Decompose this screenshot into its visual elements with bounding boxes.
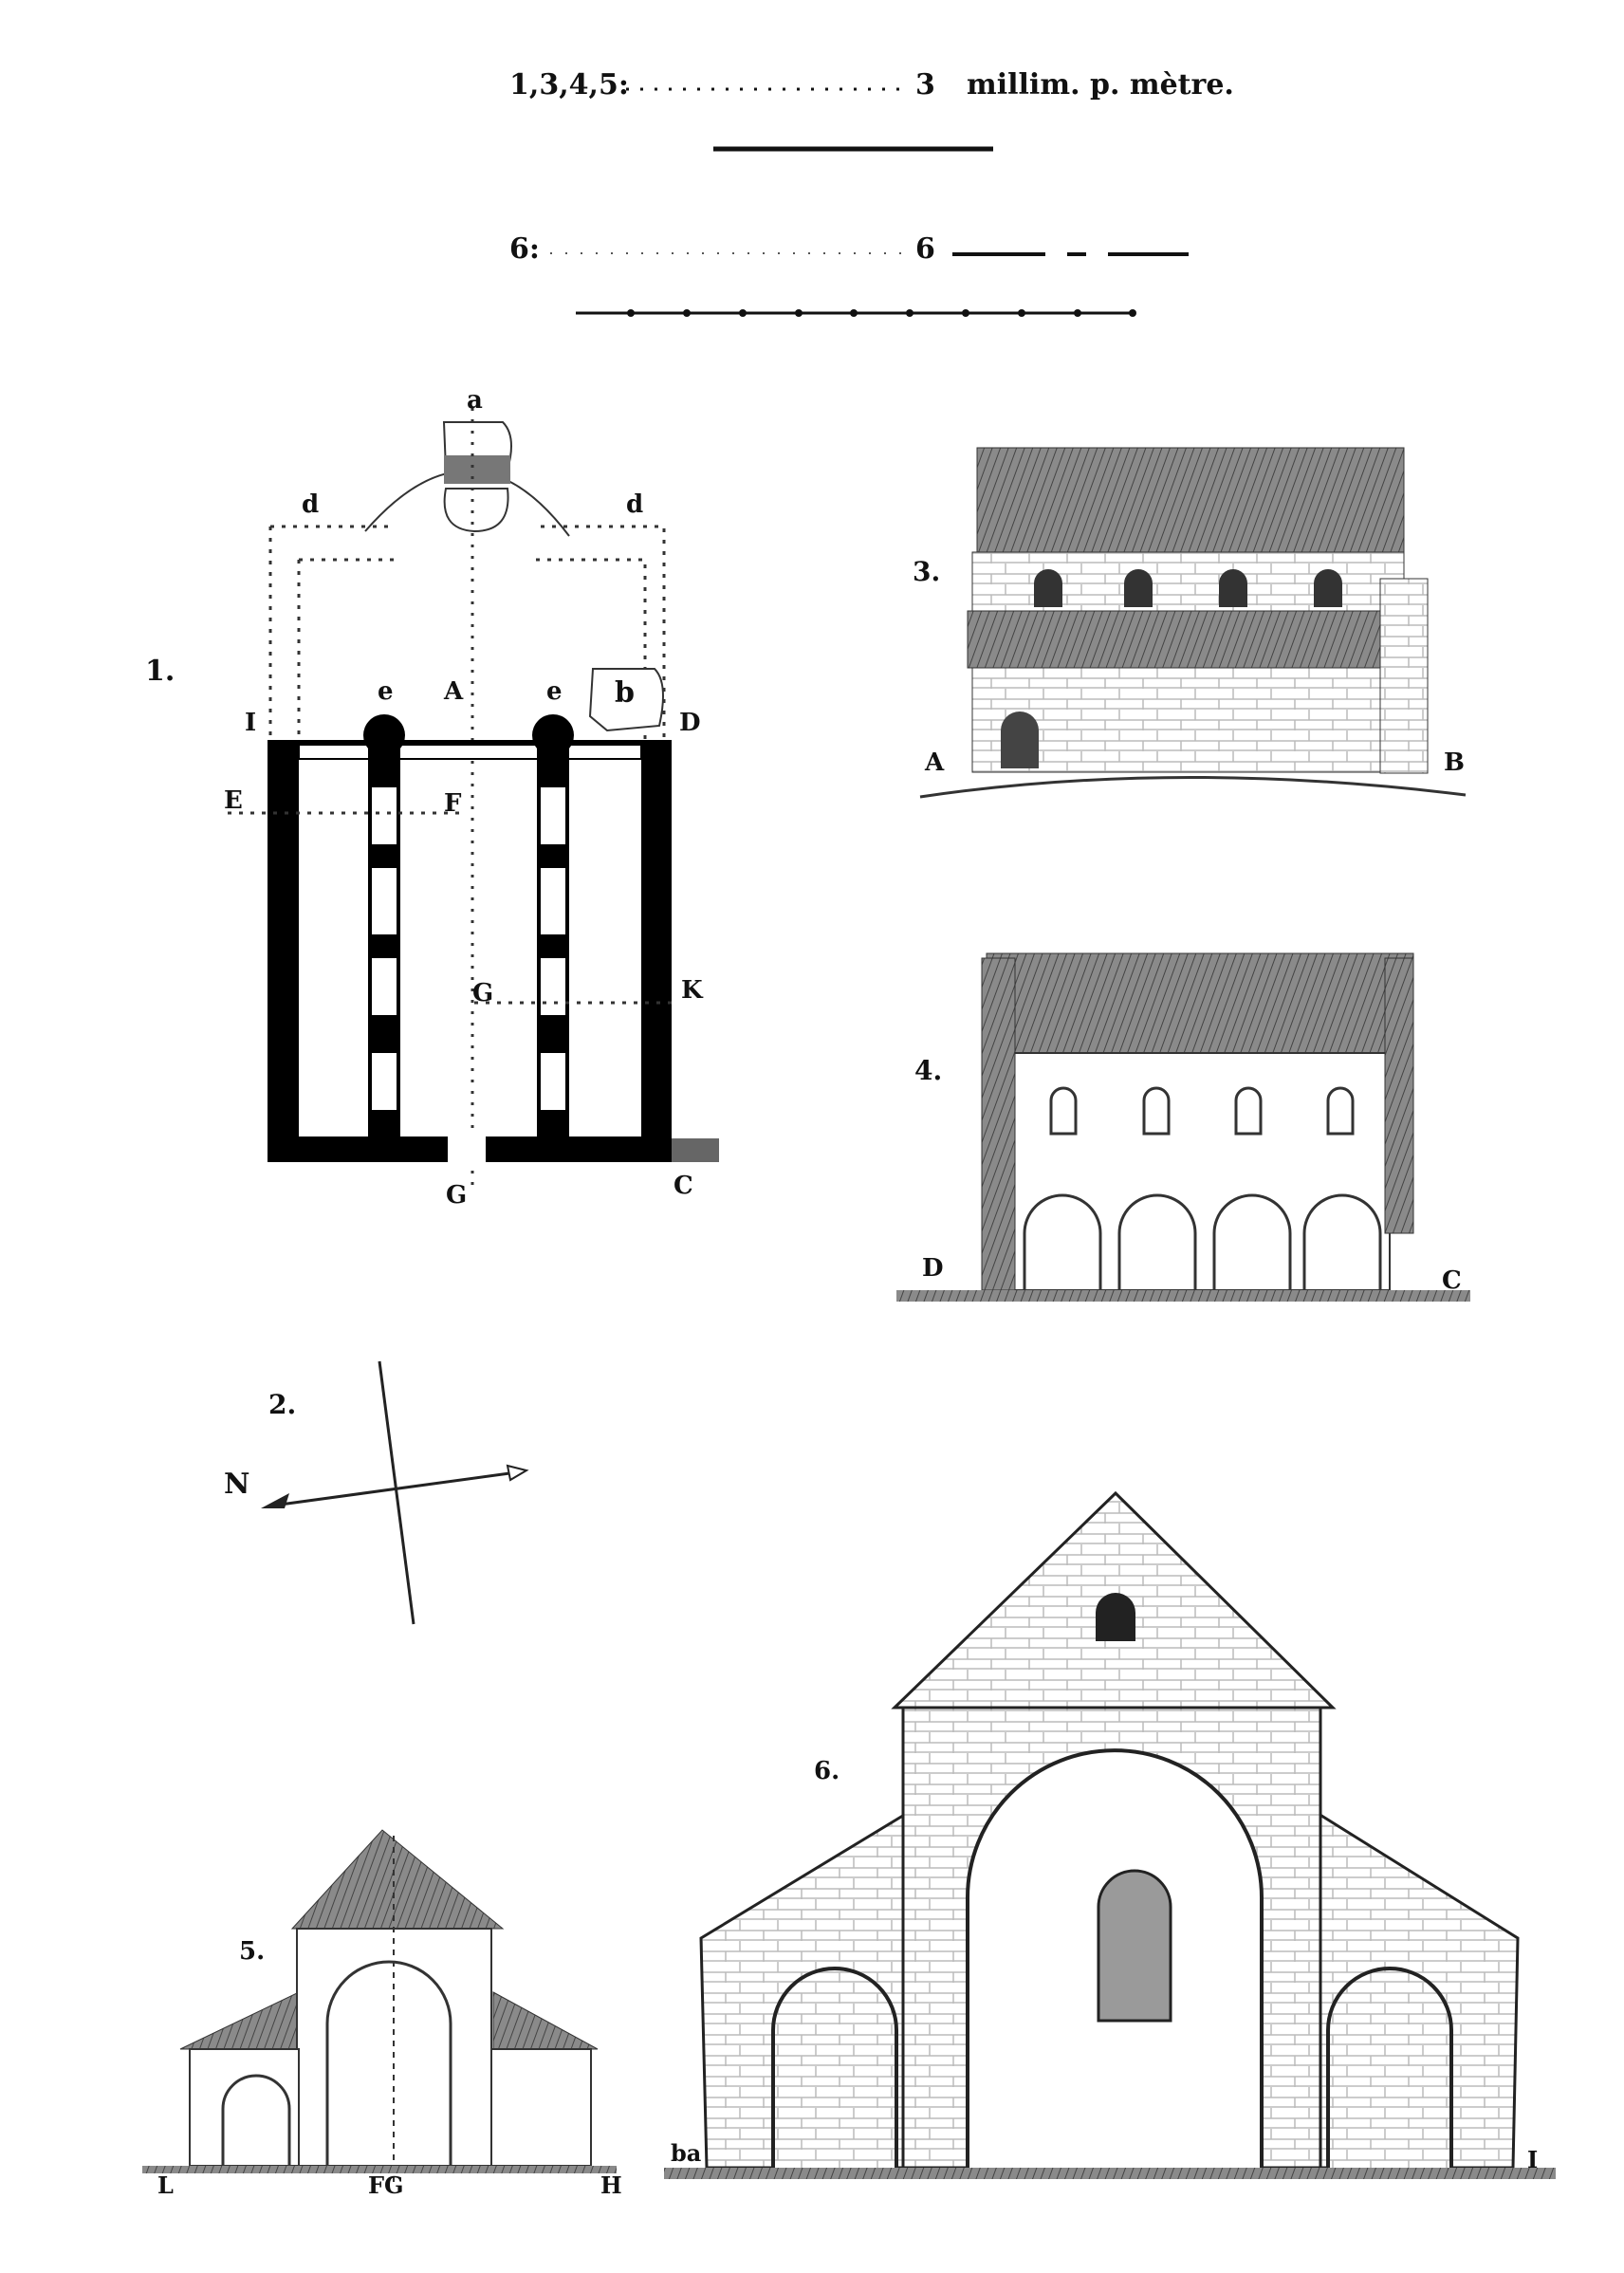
plan-label: D xyxy=(679,709,701,737)
scale-row1-unit: millim. p. mètre. xyxy=(967,68,1234,102)
plan-label: d xyxy=(626,490,643,519)
figure-number: 6. xyxy=(814,1757,840,1785)
figure-6-facade: 6. ba I xyxy=(664,1490,1556,2179)
plan-label: E xyxy=(224,786,243,815)
plan-label: d xyxy=(302,490,319,519)
facade-label-left: ba xyxy=(671,2139,701,2167)
scale-row1-value: 3 xyxy=(915,68,935,102)
figure-number: 4. xyxy=(914,1055,942,1086)
plan-label: F xyxy=(444,789,462,818)
plan-label: K xyxy=(681,976,704,1005)
elevation-label-left: D xyxy=(922,1254,944,1283)
facade-label-right: I xyxy=(1527,2146,1538,2173)
plan-label: A xyxy=(443,677,464,706)
plan-label: a xyxy=(467,386,483,415)
plan-label: G xyxy=(472,979,493,1007)
section-label-left: L xyxy=(157,2171,174,2199)
elevation-label-right: B xyxy=(1444,748,1465,777)
section-label-right: H xyxy=(600,2171,622,2199)
figure-5-section: 5. L FG H xyxy=(142,1829,622,2199)
elevation-label-left: A xyxy=(924,748,945,777)
figure-1-plan: 1. a d d e A e b I D E F G K G C xyxy=(145,386,719,1210)
plan-label: b xyxy=(615,676,635,710)
plan-label: e xyxy=(378,677,394,706)
figure-4-elevation: 4. D C xyxy=(896,952,1470,1302)
plan-label: e xyxy=(546,677,563,706)
north-arrow-icon xyxy=(261,1493,289,1508)
figure-number: 2. xyxy=(268,1389,296,1420)
scale-header: 1,3,4,5: 3 millim. p. mètre. 6: 6 xyxy=(509,68,1234,317)
section-label-center: FG xyxy=(368,2171,404,2199)
scale-row1-figures: 1,3,4,5: xyxy=(509,68,629,102)
figure-3-elevation: 3. A B xyxy=(913,447,1467,799)
elevation-label-right: C xyxy=(1442,1266,1462,1295)
figure-2-compass: 2. N xyxy=(224,1360,529,1625)
scale-row2-value: 6 xyxy=(915,232,935,266)
plan-label: C xyxy=(674,1172,693,1200)
plan-label: I xyxy=(245,709,256,737)
scale-row2-figures: 6: xyxy=(509,232,540,266)
scale-bar-2 xyxy=(576,309,1136,317)
plan-label: G xyxy=(446,1181,467,1210)
compass-north-label: N xyxy=(224,1468,249,1501)
figure-number: 5. xyxy=(239,1937,265,1966)
figure-number: 1. xyxy=(145,655,175,688)
figure-number: 3. xyxy=(913,556,940,587)
